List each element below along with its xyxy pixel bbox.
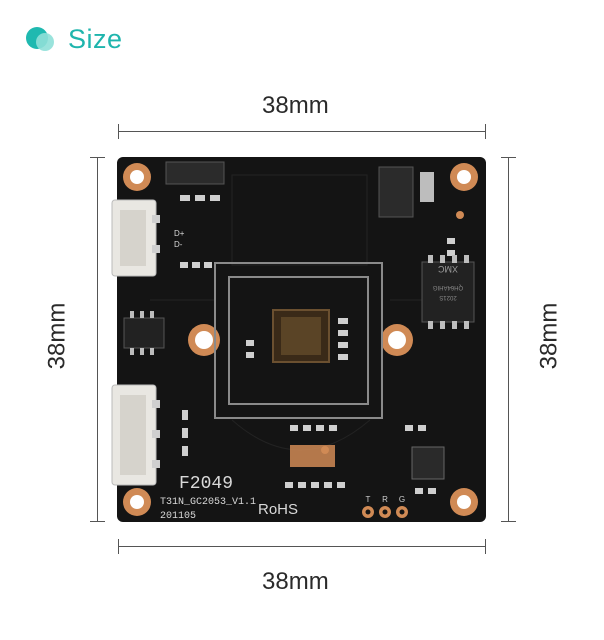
pad-label-t: T	[366, 495, 371, 504]
mounting-holes	[123, 163, 478, 516]
chip-text-2: QH64AHIG	[432, 284, 463, 290]
flash-chip	[421, 261, 475, 323]
dimension-bottom-label: 38mm	[262, 568, 329, 595]
dimension-top-label: 38mm	[262, 92, 329, 119]
silkscreen-model: T31N_GC2053_V1.1	[160, 497, 256, 508]
pad-label-r: R	[382, 495, 388, 504]
pad-label-g: G	[399, 495, 405, 504]
uart-pads	[362, 506, 408, 518]
section-title: Size	[68, 23, 123, 54]
dimension-left-line	[97, 157, 98, 522]
conn-label-dplus: D+	[174, 229, 185, 238]
dimension-bottom-line	[118, 546, 486, 547]
connector-bottom	[111, 384, 160, 486]
regulator	[378, 166, 414, 218]
sensor-outline	[214, 262, 383, 419]
conn-label-dminus: D-	[174, 240, 183, 249]
silkscreen-code: F2049	[179, 474, 233, 494]
silkscreen-date: 201105	[160, 511, 196, 522]
brand-dots-icon	[26, 24, 60, 54]
section-header: Size	[26, 22, 123, 56]
chip-text-1: XMC	[438, 264, 459, 274]
connector-top	[111, 199, 160, 277]
top-ic	[165, 161, 225, 185]
silkscreen-rohs: RoHS	[258, 501, 298, 518]
chip-text-3: 2021S	[439, 294, 456, 300]
dimension-right-line	[508, 157, 509, 522]
dimension-top-line	[118, 131, 486, 132]
